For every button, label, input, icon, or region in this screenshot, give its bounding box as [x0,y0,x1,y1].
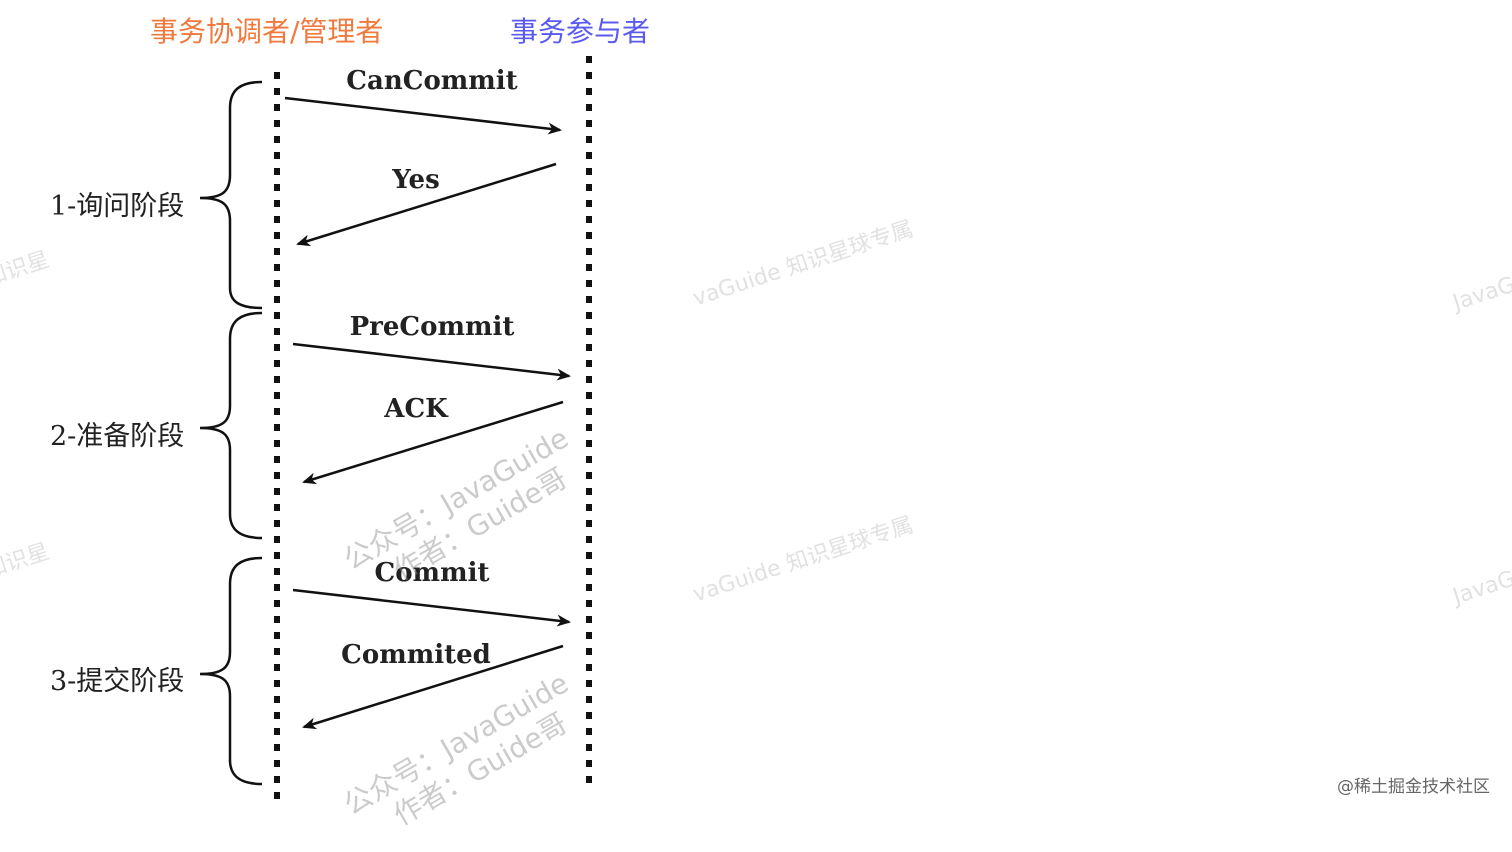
phase-2-brace [199,311,263,540]
commited-label: Commited [341,640,491,670]
ack-label: ACK [384,394,448,424]
sequence-diagram: 事务协调者/管理者 事务参与者 1-询问阶段 2-准备阶段 3-提交阶段 Can… [0,15,1512,832]
cancommit-label: CanCommit [346,66,518,96]
commited-arrow [302,644,564,730]
phase-1-brace [199,80,263,310]
cancommit-arrow [284,96,562,135]
participant-title: 事务参与者 [510,15,651,48]
coordinator-title: 事务协调者/管理者 [150,15,384,48]
ack-arrow [302,400,564,485]
diagram-canvas [199,56,592,805]
phase-3-brace [199,556,263,786]
commit-label: Commit [374,558,490,588]
phase-3-label: 3-提交阶段 [50,666,185,697]
phase-2-label: 2-准备阶段 [50,421,185,452]
footer-credit: @稀土掘金技术社区 [1337,777,1490,797]
precommit-arrow [292,342,571,381]
commit-arrow [292,588,571,627]
phase-1-label: 1-询问阶段 [50,191,185,222]
precommit-label: PreCommit [349,312,515,342]
yes-label: Yes [392,165,440,195]
yes-arrow [296,162,557,247]
